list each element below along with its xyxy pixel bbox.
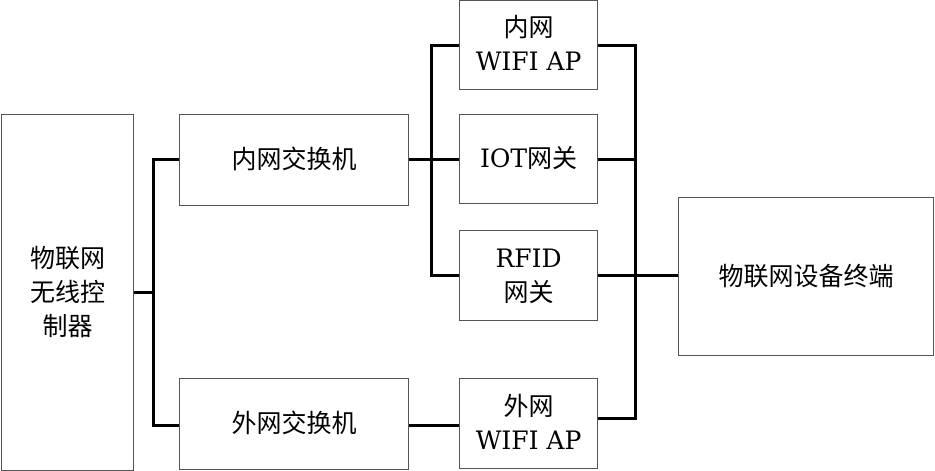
- connector-intranet-ap-out: [597, 44, 637, 47]
- connector-terminal-trunk: [634, 44, 637, 420]
- controller-label-line-3: 制器: [42, 311, 93, 341]
- intranet-switch-label: 内网交换机: [231, 145, 357, 174]
- connector-controller-out: [133, 291, 155, 294]
- connector-controller-trunk: [152, 158, 155, 427]
- connector-extranet-ap-out: [597, 417, 637, 420]
- rfid-gateway-box: RFID 网关: [459, 230, 598, 321]
- extranet-ap-label-line-1: 外网: [503, 391, 554, 421]
- iot-gateway-label: IOT网关: [479, 144, 578, 173]
- connector-rfid-gateway-out: [597, 274, 679, 277]
- connector-to-rfid-gateway: [430, 274, 460, 277]
- extranet-switch-box: 外网交换机: [179, 378, 409, 470]
- intranet-switch-box: 内网交换机: [179, 114, 409, 206]
- intranet-ap-box: 内网 WIFI AP: [459, 0, 598, 90]
- iot-terminal-box: 物联网设备终端: [678, 197, 934, 356]
- connector-to-intranet-switch: [152, 158, 180, 161]
- connector-to-extranet-switch: [152, 424, 180, 427]
- extranet-ap-box: 外网 WIFI AP: [459, 378, 598, 469]
- controller-label-line-1: 物联网: [29, 243, 105, 273]
- connector-intranet-trunk: [430, 44, 433, 277]
- controller-label-line-2: 无线控: [29, 277, 105, 307]
- intranet-ap-label-line-1: 内网: [503, 13, 554, 42]
- connector-extranet-switch-to-ap: [408, 424, 460, 427]
- rfid-gateway-label-line-1: RFID: [495, 243, 562, 273]
- intranet-ap-label-line-2: WIFI AP: [475, 47, 582, 76]
- rfid-gateway-label-line-2: 网关: [503, 277, 554, 307]
- iot-terminal-label: 物联网设备终端: [718, 261, 894, 291]
- extranet-switch-label: 外网交换机: [231, 409, 357, 438]
- connector-intranet-switch-out: [408, 158, 460, 161]
- controller-box: 物联网 无线控 制器: [1, 114, 134, 471]
- iot-gateway-box: IOT网关: [459, 114, 598, 204]
- connector-to-intranet-ap: [430, 44, 460, 47]
- extranet-ap-label-line-2: WIFI AP: [475, 425, 582, 455]
- connector-iot-gateway-out: [597, 158, 637, 161]
